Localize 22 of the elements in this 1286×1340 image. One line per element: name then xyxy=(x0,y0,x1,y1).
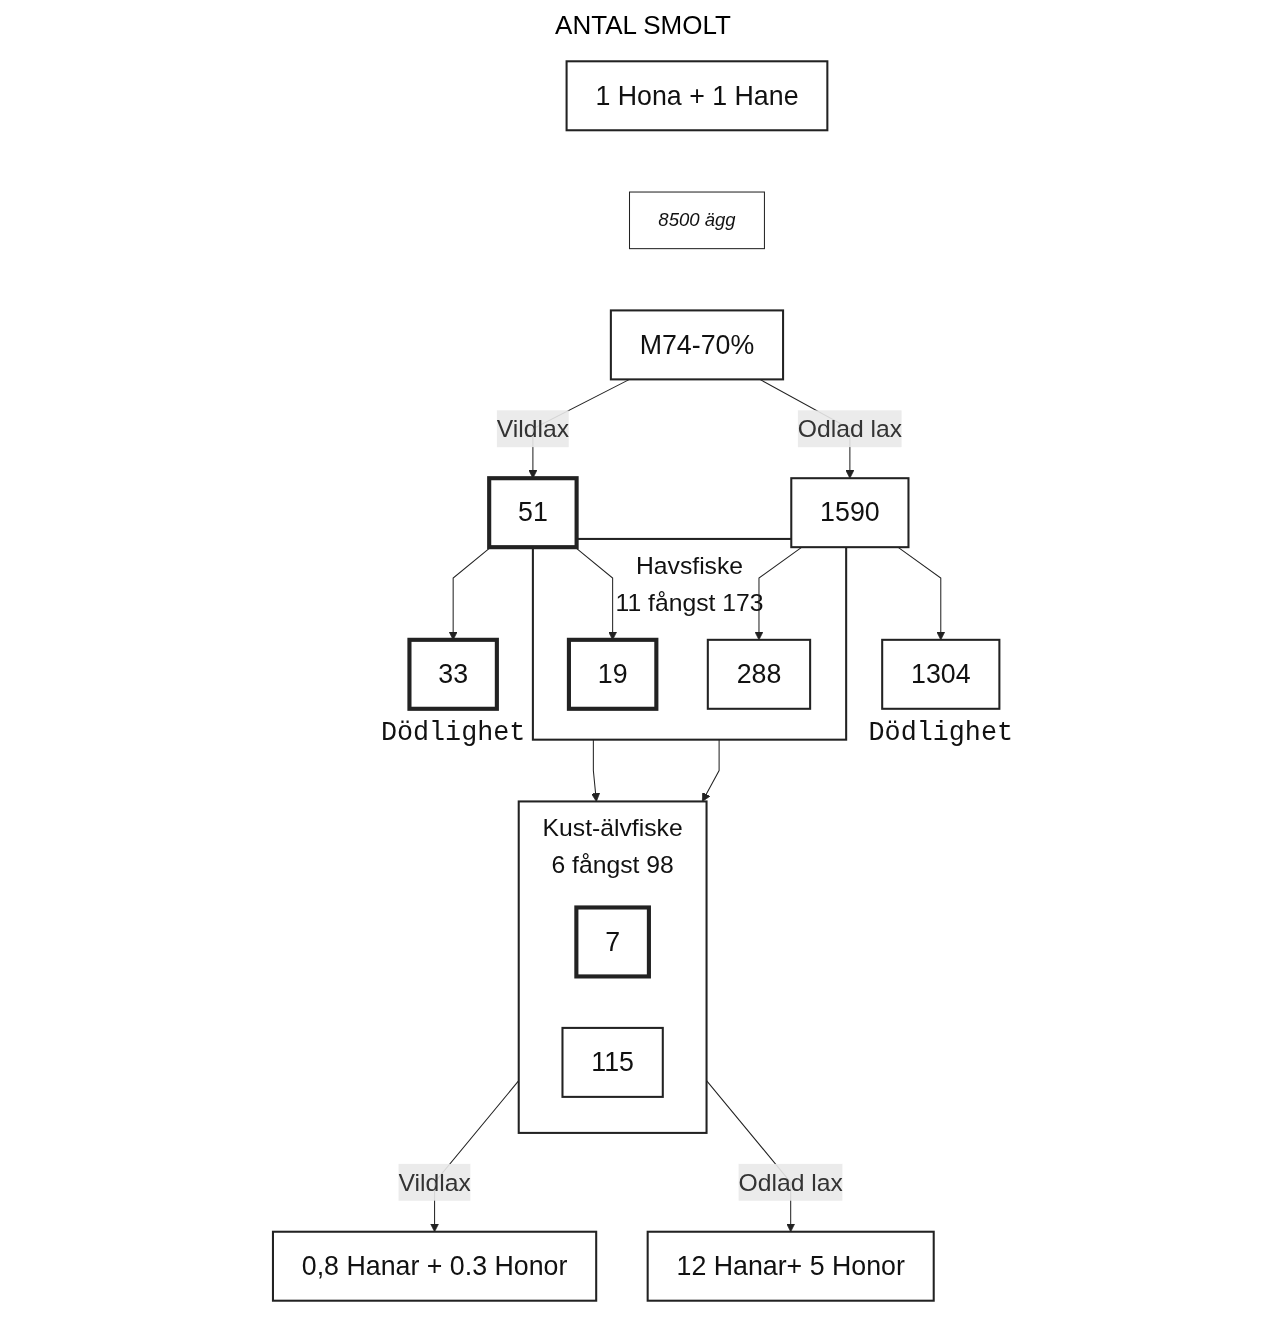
node-box: M74-70% xyxy=(609,309,785,381)
arrow xyxy=(701,739,720,802)
node-box: 1 Hona + 1 Hane xyxy=(565,60,829,132)
node-box: 33 xyxy=(407,637,499,711)
edge-label: Vildlax xyxy=(398,1167,471,1196)
node-box: 1590 xyxy=(790,477,910,549)
note-text: ANTAL SMOLT xyxy=(555,10,731,41)
node-box: 288 xyxy=(706,638,812,710)
node-box: 12 Hanar+ 5 Honor xyxy=(646,1230,935,1302)
arrow xyxy=(591,739,601,802)
node-box: 0,8 Hanar + 0.3 Honor xyxy=(271,1230,598,1302)
node-box: 1304 xyxy=(881,638,1001,710)
caption-text: Dödlighet xyxy=(868,717,1014,748)
node-box: 19 xyxy=(566,637,659,711)
node-box: 7 xyxy=(574,905,651,979)
node-box: 51 xyxy=(487,476,579,550)
edge-label: Odlad lax xyxy=(738,1167,843,1196)
node-box: 8500 ägg xyxy=(629,191,765,250)
caption-text: Dödlighet xyxy=(380,717,526,748)
node-box: 115 xyxy=(561,1026,664,1098)
edge-label: Vildlax xyxy=(496,414,570,443)
edge-label: Odlad lax xyxy=(797,414,903,443)
